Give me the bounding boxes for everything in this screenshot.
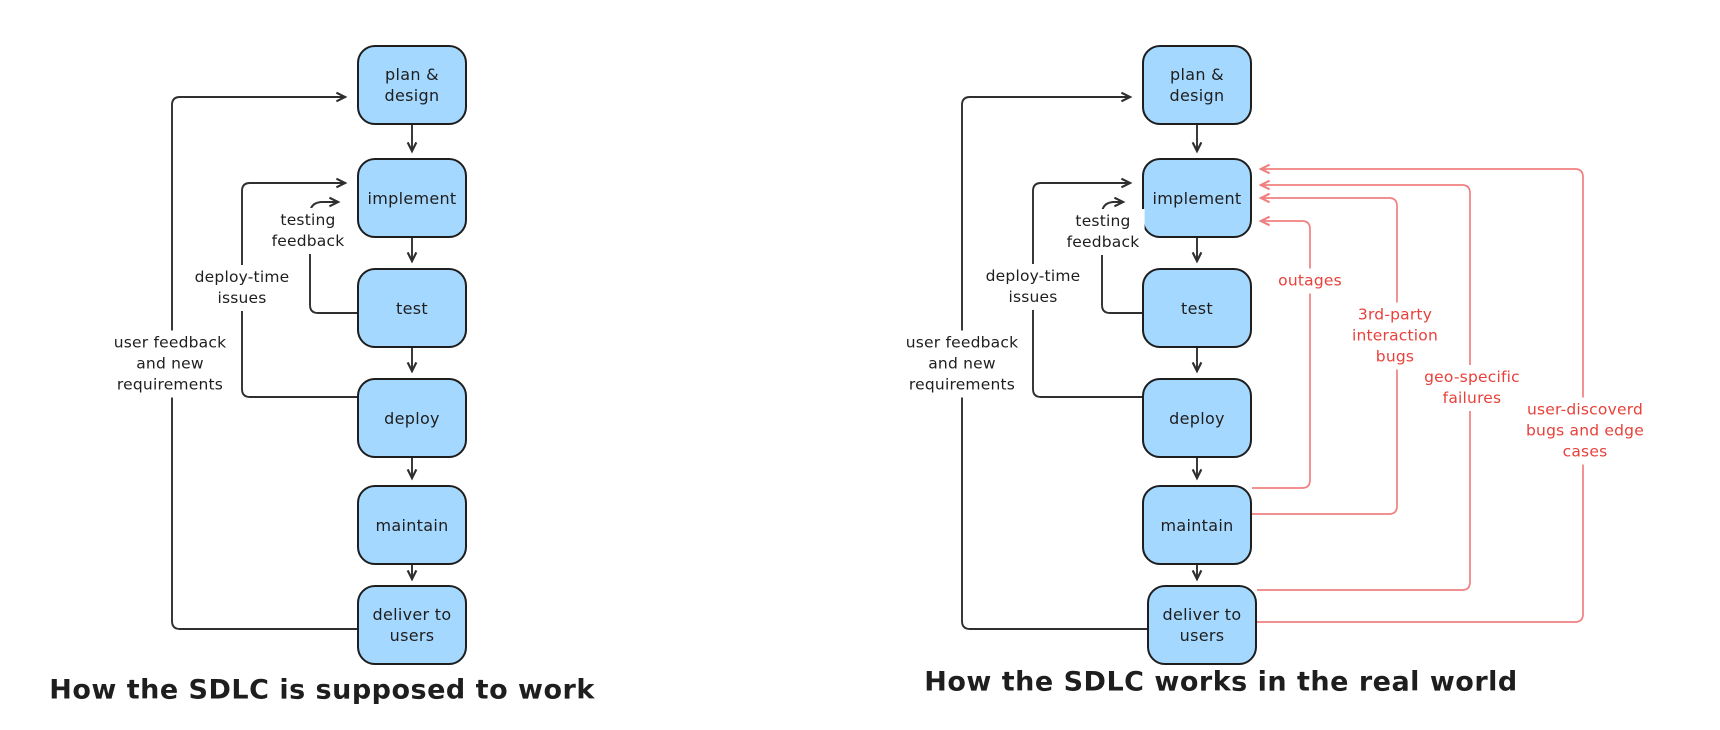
label-user-discovered-bugs: user-discoverd bugs and edge cases <box>1517 397 1653 465</box>
loop-testing-feedback-right <box>1101 202 1142 314</box>
node-maintain-left: maintain <box>357 485 467 565</box>
node-plan-design-left: plan & design <box>357 45 467 125</box>
label-user-feedback-right: user feedback and new requirements <box>900 330 1024 398</box>
label-outages: outages <box>1273 268 1347 294</box>
loop-testing-feedback-left <box>309 202 357 314</box>
label-deploy-time-issues-left: deploy-time issues <box>189 265 295 311</box>
node-test-left: test <box>357 268 467 348</box>
caption-left: How the SDLC is supposed to work <box>49 674 595 706</box>
label-testing-feedback-right: testing feedback <box>1061 209 1145 255</box>
node-plan-design-right: plan & design <box>1142 45 1252 125</box>
node-deliver-right: deliver to users <box>1147 585 1257 665</box>
label-geo-specific-failures: geo-specific failures <box>1419 365 1525 411</box>
label-user-feedback-left: user feedback and new requirements <box>108 330 232 398</box>
red-edge-user-discovered-bugs <box>1257 169 1584 623</box>
label-deploy-time-issues-right: deploy-time issues <box>980 264 1086 310</box>
label-third-party-bugs: 3rd-party interaction bugs <box>1346 302 1444 370</box>
label-testing-feedback-left: testing feedback <box>266 208 350 254</box>
node-implement-right: implement <box>1142 158 1252 238</box>
node-maintain-right: maintain <box>1142 485 1252 565</box>
node-deploy-left: deploy <box>357 378 467 458</box>
node-test-right: test <box>1142 268 1252 348</box>
caption-right: How the SDLC works in the real world <box>924 666 1518 698</box>
red-edge-outages <box>1252 221 1311 489</box>
node-deliver-left: deliver to users <box>357 585 467 665</box>
node-implement-left: implement <box>357 158 467 238</box>
node-deploy-right: deploy <box>1142 378 1252 458</box>
